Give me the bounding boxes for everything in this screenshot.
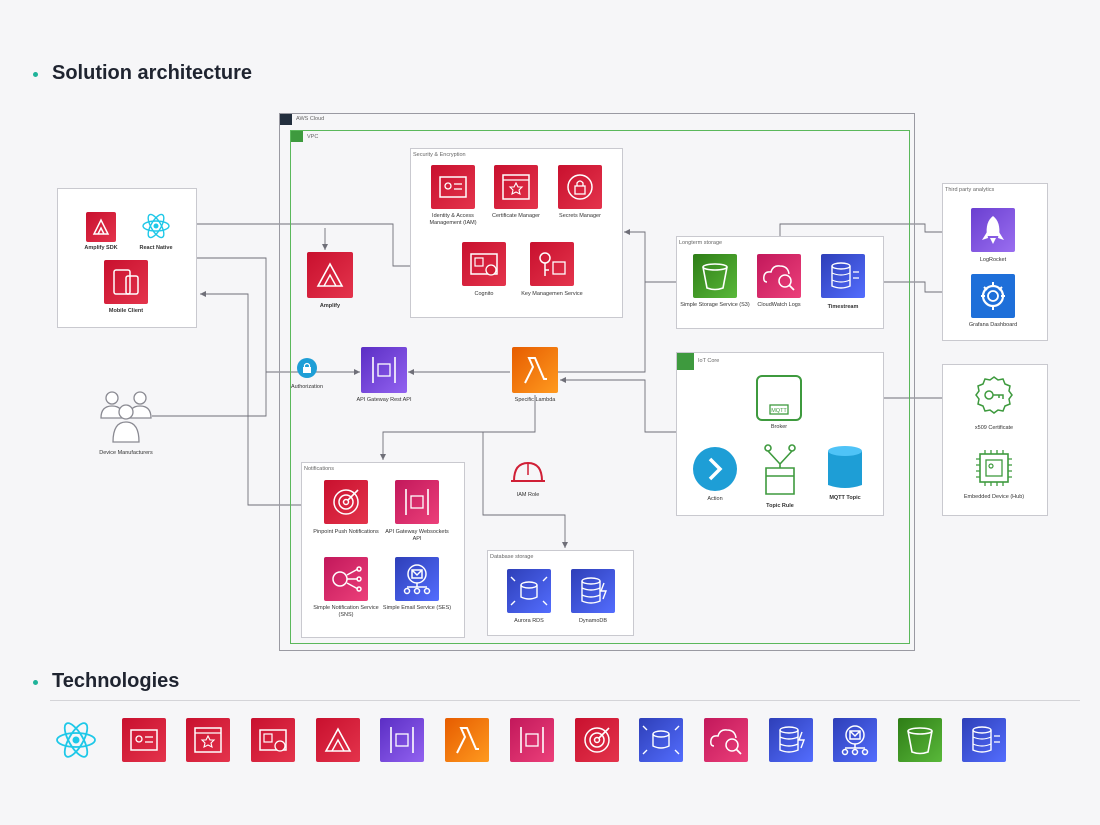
api-gateway-websocket-label: API Gateway Websockets API <box>385 529 449 542</box>
bullet <box>33 72 38 77</box>
timestream-label: Timestream <box>827 304 859 310</box>
amplify-sdk-icon <box>86 212 116 242</box>
ses-icon <box>833 718 877 762</box>
cloudwatch-label: CloudWatch Logs <box>757 302 801 308</box>
ses-icon <box>395 557 439 601</box>
topic-rule-label: Topic Rule <box>766 503 794 509</box>
sns-label: Simple Notification Service (SNS) <box>313 605 379 618</box>
certificate-manager-icon <box>494 165 538 209</box>
certificate-manager-label: Certificate Manager <box>492 213 540 219</box>
action-label: Action <box>707 496 723 502</box>
vpc-group <box>290 130 910 644</box>
mobile-client-icon <box>104 260 148 304</box>
certificate-manager-icon <box>186 718 230 762</box>
mqtt-topic-label: MQTT Topic <box>829 495 861 501</box>
third-party-label: Third party analytics <box>945 187 995 193</box>
embedded-device-icon <box>972 446 1016 490</box>
section-title-architecture: Solution architecture <box>52 62 253 84</box>
device-manufacturers-label: Device Manufacturers <box>99 450 153 456</box>
grafana-icon <box>971 274 1015 318</box>
longterm-storage-label: Longterm storage <box>679 240 723 246</box>
mobile-client-label: Mobile Client <box>108 308 144 314</box>
timestream-icon <box>821 254 865 298</box>
s3-icon <box>898 718 942 762</box>
pinpoint-label: Pinpoint Push Notifications <box>313 529 379 535</box>
bullet <box>33 680 38 685</box>
aurora-icon <box>507 569 551 613</box>
embedded-device-group <box>942 364 1048 516</box>
kms-icon <box>530 242 574 286</box>
ses-label: Simple Email Service (SES) <box>382 605 452 611</box>
database-storage-label: Database storage <box>490 554 534 560</box>
iam-role-label: IAM Role <box>516 492 540 498</box>
aws-cloud-label: AWS Cloud <box>296 116 325 122</box>
broker-icon: MQTT <box>756 375 802 421</box>
logrocket-label: LogRocket <box>979 257 1007 263</box>
broker-label: Broker <box>770 424 788 430</box>
react-icon <box>54 718 98 762</box>
aws-logo-icon <box>280 114 292 125</box>
pinpoint-icon <box>324 480 368 524</box>
secrets-manager-label: Secrets Manager <box>559 213 601 219</box>
authorization-label: Authorization <box>290 384 324 390</box>
dynamodb-label: DynamoDB <box>578 618 608 624</box>
react-native-label: React Native <box>139 245 173 251</box>
timestream-icon <box>962 718 1006 762</box>
embedded-device-label: Embedded Device (Hub) <box>963 494 1025 500</box>
iam-label: Identity & Access Management (IAM) <box>429 213 477 226</box>
iam-icon <box>122 718 166 762</box>
iot-core-label: IoT Core <box>698 358 720 364</box>
cloudwatch-icon <box>704 718 748 762</box>
aws-cloud-group <box>279 113 915 651</box>
cognito-icon <box>462 242 506 286</box>
users-icon <box>96 386 156 446</box>
authorization-icon <box>296 357 318 379</box>
topic-rule-icon <box>758 440 802 498</box>
security-label: Security & Encryption <box>413 152 466 158</box>
amplify-sdk-label: Amplify SDK <box>84 245 118 251</box>
amplify-icon <box>307 252 353 298</box>
iot-core-icon <box>677 353 694 370</box>
logrocket-icon <box>971 208 1015 252</box>
vpc-label: VPC <box>307 134 319 140</box>
secrets-manager-icon <box>558 165 602 209</box>
x509-certificate-label: x509 Certificate <box>974 425 1014 431</box>
api-gateway-rest-icon <box>361 347 407 393</box>
api-gateway-websocket-icon <box>510 718 554 762</box>
amplify-icon <box>316 718 360 762</box>
api-gateway-rest-label: API Gateway Rest API <box>356 397 412 403</box>
dynamodb-icon <box>571 569 615 613</box>
amplify-label: Amplify <box>319 303 341 309</box>
aurora-icon <box>639 718 683 762</box>
s3-label: Simple Storage Service (S3) <box>680 302 750 308</box>
iam-icon <box>431 165 475 209</box>
action-icon <box>692 446 738 492</box>
notifications-label: Notifications <box>304 466 334 472</box>
cloudwatch-icon <box>757 254 801 298</box>
api-gateway-websocket-icon <box>395 480 439 524</box>
lambda-label: Specific Lambda <box>514 397 556 403</box>
grafana-label: Grafana Dashboard <box>968 322 1018 328</box>
cognito-icon <box>251 718 295 762</box>
react-native-icon <box>140 210 172 242</box>
mqtt-topic-icon <box>825 445 865 491</box>
divider <box>50 700 1080 701</box>
api-gateway-icon <box>380 718 424 762</box>
dynamodb-icon <box>769 718 813 762</box>
pinpoint-icon <box>575 718 619 762</box>
aurora-label: Aurora RDS <box>514 618 544 624</box>
s3-icon <box>693 254 737 298</box>
lambda-icon <box>445 718 489 762</box>
x509-certificate-icon <box>975 375 1013 415</box>
kms-label: Key Managemen Service <box>521 291 583 297</box>
mobile-client-group <box>57 188 197 328</box>
vpc-icon <box>291 131 303 142</box>
section-title-technologies: Technologies <box>52 670 180 692</box>
lambda-icon <box>512 347 558 393</box>
mqtt-chip-text: MQTT <box>771 408 787 414</box>
iam-role-icon <box>508 455 548 489</box>
cognito-label: Cognito <box>474 291 494 297</box>
sns-icon <box>324 557 368 601</box>
